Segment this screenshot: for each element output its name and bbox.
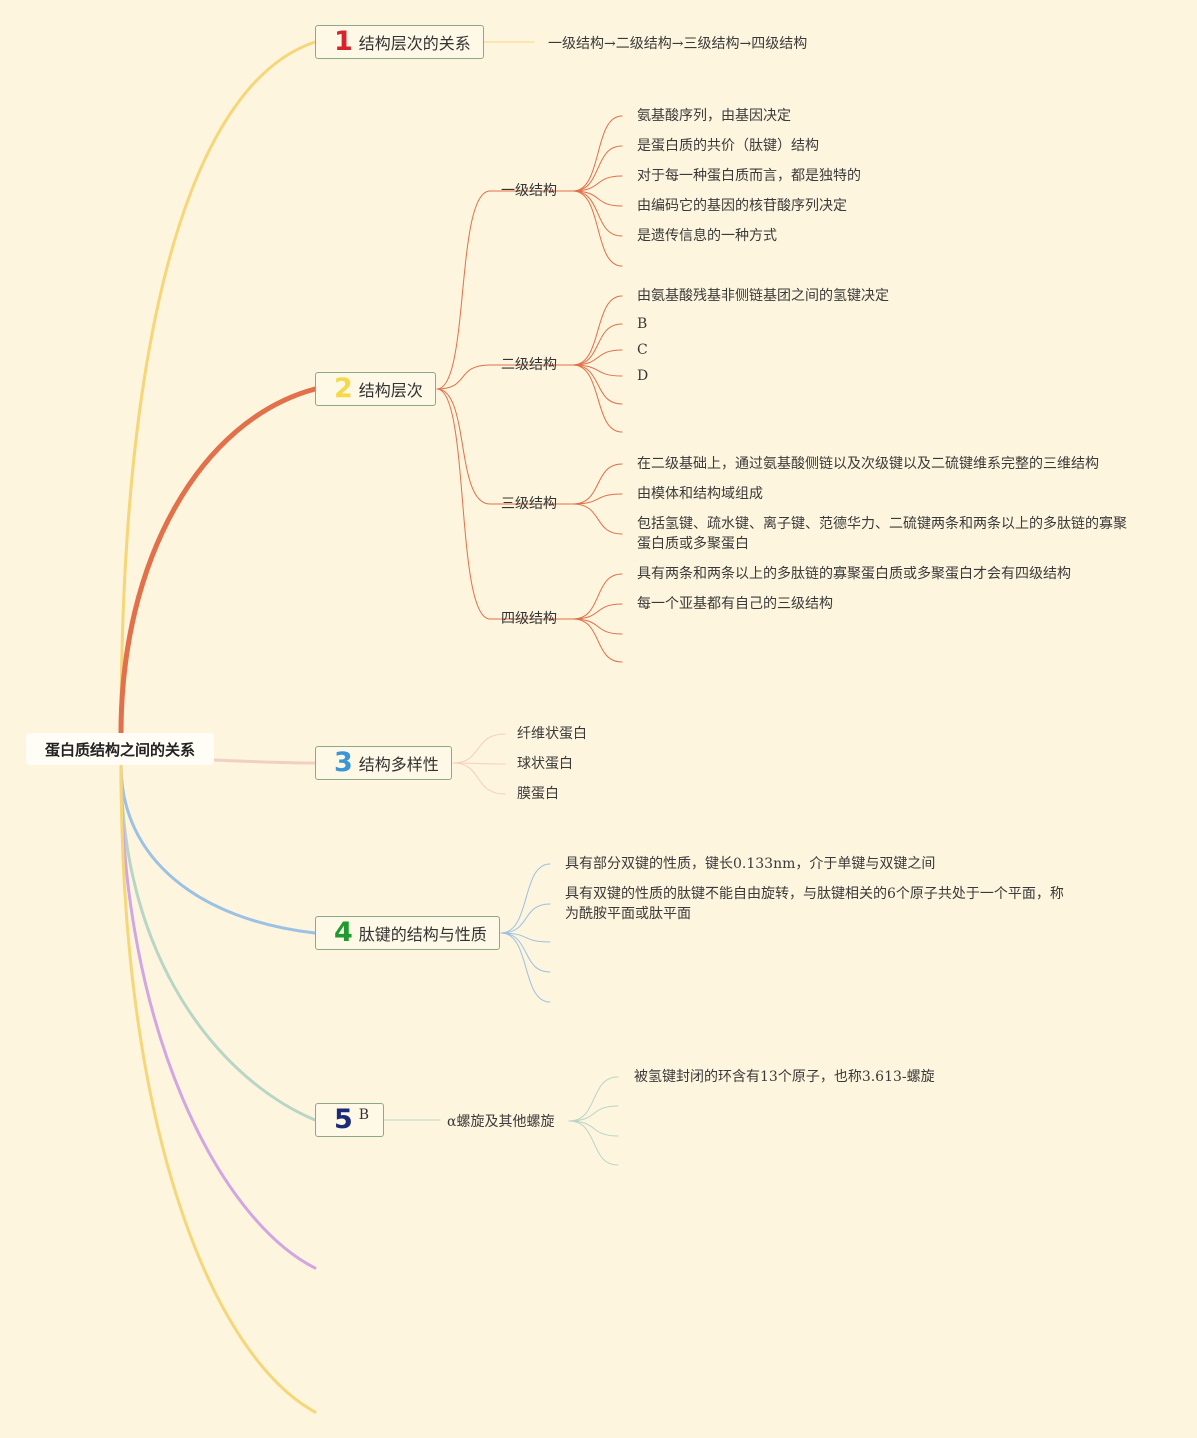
topic-4[interactable]: 4 肽键的结构与性质 (315, 916, 500, 950)
edge-quaternary-3 (572, 618, 623, 635)
edge-topic-2-sub-3 (436, 388, 491, 505)
branch-extra-2 (119, 763, 317, 1414)
tertiary-leaf-3[interactable]: 包括氢键、疏水键、离子键、范德华力、二硫键两条和两条以上的多肽链的寡聚蛋白质或多… (637, 516, 1127, 552)
edge-helix-4 (568, 1120, 619, 1166)
secondary-leaf-1[interactable]: 由氨基酸残基非侧链基团之间的氢键决定 (637, 288, 889, 304)
edge-secondary-6 (572, 364, 623, 433)
topic-5-number: 5 (334, 1104, 353, 1135)
topic-1-label: 结构层次的关系 (358, 34, 471, 53)
edge-helix-3 (568, 1120, 619, 1137)
edge-secondary-5 (572, 364, 623, 405)
subtopic-secondary-structure[interactable]: 二级结构 (501, 357, 557, 373)
subtopic-tertiary-structure[interactable]: 三级结构 (501, 496, 557, 512)
primary-leaf-5[interactable]: 是遗传信息的一种方式 (637, 228, 777, 244)
edge-helix-2 (568, 1105, 619, 1122)
topic-1-number: 1 (334, 26, 353, 57)
edge-primary-2 (572, 145, 623, 192)
tertiary-leaf-1[interactable]: 在二级基础上，通过氨基酸侧链以及次级键以及二硫键维系完整的三维结构 (637, 456, 1099, 472)
helix-leaf-1[interactable]: 被氢键封闭的环含有13个原子，也称3.613-螺旋 (634, 1069, 935, 1085)
topic-3[interactable]: 3 结构多样性 (315, 746, 452, 780)
edge-peptide-5 (500, 932, 551, 1003)
edge-quaternary-1 (572, 573, 623, 620)
primary-leaf-2[interactable]: 是蛋白质的共价（肽键）结构 (637, 138, 819, 154)
edge-topic-2-sub-2 (436, 364, 491, 390)
edge-tertiary-3 (572, 503, 623, 535)
topic-3-label: 结构多样性 (358, 755, 439, 774)
edge-primary-1 (572, 115, 623, 192)
peptide-leaf-1[interactable]: 具有部分双键的性质，键长0.133nm，介于单键与双键之间 (565, 856, 936, 872)
edge-secondary-3 (572, 349, 623, 366)
topic-1-leaf-1[interactable]: 一级结构→二级结构→三级结构→四级结构 (548, 36, 808, 52)
secondary-leaf-2[interactable]: B (637, 316, 648, 332)
edge-topic-2-sub-4 (436, 388, 491, 620)
topic-3-number: 3 (334, 747, 353, 778)
primary-leaf-3[interactable]: 对于每一种蛋白质而言，都是独特的 (637, 168, 861, 184)
edge-topic-2-sub-1 (436, 190, 491, 390)
topic-5[interactable]: 5 B (315, 1103, 385, 1137)
secondary-leaf-3[interactable]: C (637, 342, 648, 358)
topic-4-label: 肽键的结构与性质 (358, 925, 487, 944)
edge-diversity-2 (452, 762, 506, 765)
branch-extra-1 (119, 763, 317, 1270)
edge-peptide-4 (500, 932, 551, 973)
edge-secondary-2 (572, 323, 623, 366)
topic-4-number: 4 (334, 917, 353, 948)
peptide-leaf-2[interactable]: 具有双键的性质的肽键不能自由旋转，与肽键相关的6个原子共处于一个平面，称为酰胺平… (565, 886, 1064, 922)
edge-secondary-1 (572, 295, 623, 366)
edge-primary-5 (572, 190, 623, 237)
primary-leaf-1[interactable]: 氨基酸序列，由基因决定 (637, 108, 791, 124)
root-topic[interactable]: 蛋白质结构之间的关系 (26, 733, 214, 765)
tertiary-leaf-2[interactable]: 由模体和结构域组成 (637, 486, 763, 502)
branch-topic-1 (119, 40, 317, 735)
primary-leaf-4[interactable]: 由编码它的基因的核苷酸序列决定 (637, 198, 847, 214)
edge-diversity-1 (452, 733, 506, 764)
quaternary-leaf-2[interactable]: 每一个亚基都有自己的三级结构 (637, 596, 833, 612)
topic-1[interactable]: 1 结构层次的关系 (315, 25, 484, 59)
edge-secondary-4 (572, 364, 623, 377)
edge-helix-1 (568, 1076, 619, 1122)
diversity-leaf-1[interactable]: 纤维状蛋白 (517, 726, 587, 742)
edge-diversity-3 (452, 762, 506, 795)
topic-5-label: B (358, 1107, 370, 1123)
branch-topic-2 (118, 386, 318, 736)
edge-tertiary-1 (572, 463, 623, 505)
edge-primary-3 (572, 175, 623, 192)
subtopic-quaternary-structure[interactable]: 四级结构 (501, 611, 557, 627)
edge-primary-4 (572, 190, 623, 207)
helix-subtopic[interactable]: α螺旋及其他螺旋 (447, 1114, 555, 1130)
edge-quaternary-4 (572, 618, 623, 663)
diversity-leaf-2[interactable]: 球状蛋白 (517, 756, 573, 772)
branch-topic-4 (119, 763, 317, 935)
quaternary-leaf-1[interactable]: 具有两条和两条以上的多肽链的寡聚蛋白质或多聚蛋白才会有四级结构 (637, 566, 1071, 582)
edge-quaternary-2 (572, 603, 623, 620)
secondary-leaf-4[interactable]: D (637, 368, 649, 384)
branch-topic-3 (212, 758, 317, 765)
edge-peptide-1 (500, 863, 551, 934)
edge-peptide-3 (500, 932, 551, 943)
diversity-leaf-3[interactable]: 膜蛋白 (517, 786, 559, 802)
edge-primary-6 (572, 190, 623, 267)
topic-2-number: 2 (334, 373, 353, 404)
topic-2[interactable]: 2 结构层次 (315, 372, 436, 406)
branch-topic-5 (119, 763, 317, 1122)
edge-peptide-2 (500, 903, 551, 934)
edge-tertiary-2 (572, 493, 623, 505)
subtopic-primary-structure[interactable]: 一级结构 (501, 183, 557, 199)
topic-2-label: 结构层次 (358, 381, 423, 400)
